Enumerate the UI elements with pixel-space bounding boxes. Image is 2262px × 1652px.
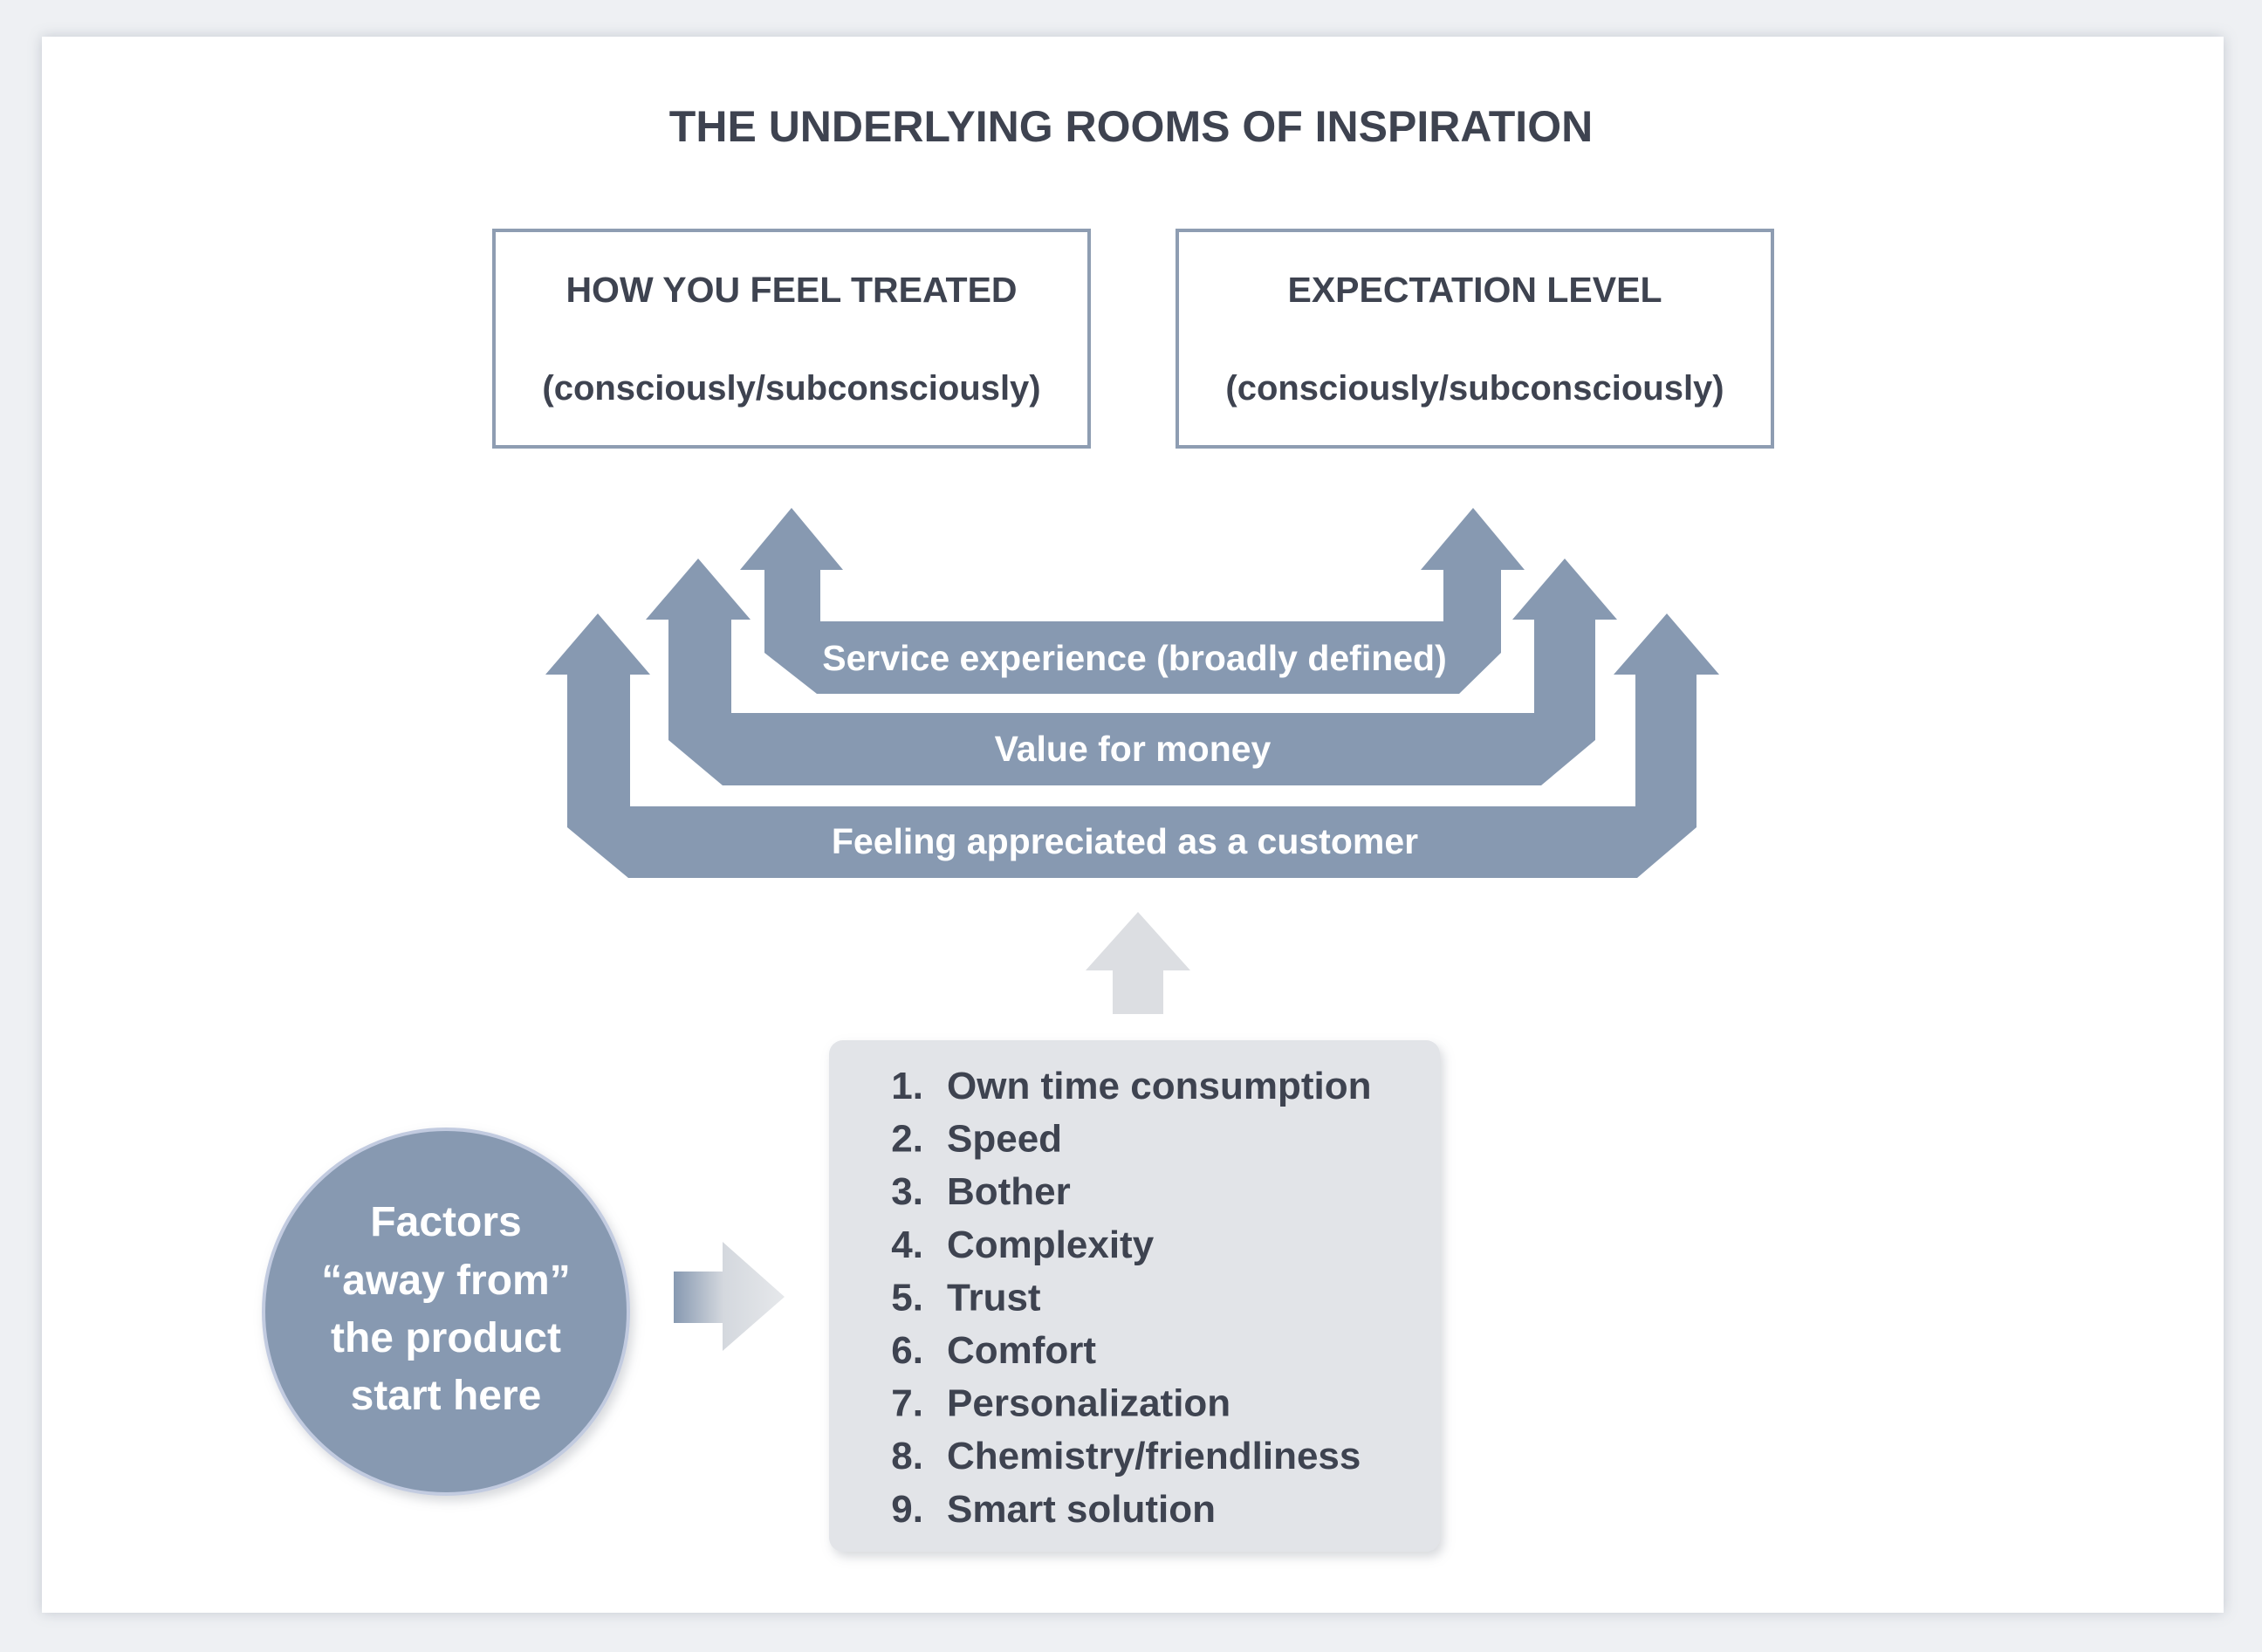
factor-label: Bother bbox=[947, 1170, 1071, 1213]
box-how-you-feel-treated: HOW YOU FEEL TREATED (consciously/subcon… bbox=[492, 229, 1091, 449]
factor-list-item: 2. Speed bbox=[891, 1118, 1062, 1161]
circle-line-3: the product bbox=[331, 1315, 561, 1361]
factor-list-box bbox=[829, 1040, 1440, 1552]
factor-list: 1. Own time consumption 2. Speed 3. Bother 4. C… bbox=[891, 1065, 1371, 1531]
box-heading: HOW YOU FEEL TREATED bbox=[566, 270, 1017, 310]
box-border bbox=[1176, 229, 1774, 449]
factor-label: Personalization bbox=[947, 1382, 1230, 1425]
factor-label: Comfort bbox=[947, 1329, 1096, 1372]
box-heading: EXPECTATION LEVEL bbox=[1287, 270, 1662, 310]
circle-line-1: Factors bbox=[370, 1199, 521, 1245]
factor-number: 2. bbox=[891, 1118, 923, 1161]
factor-label: Speed bbox=[947, 1118, 1062, 1161]
factor-number: 6. bbox=[891, 1329, 923, 1372]
factor-list-item: 5. Trust bbox=[891, 1276, 1041, 1319]
factor-label: Chemistry/friendliness bbox=[947, 1435, 1361, 1477]
factor-number: 8. bbox=[891, 1435, 923, 1477]
circle-line-4: start here bbox=[351, 1373, 542, 1419]
box-expectation-level: EXPECTATION LEVEL (consciously/subconsci… bbox=[1176, 229, 1774, 449]
band-service-experience bbox=[740, 508, 1525, 694]
band-label-service-experience: Service experience (broadly defined) bbox=[822, 638, 1447, 678]
diagram-title: THE UNDERLYING ROOMS OF INSPIRATION bbox=[669, 102, 1593, 151]
factor-number: 7. bbox=[891, 1382, 923, 1425]
factor-list-item: 3. Bother bbox=[891, 1170, 1070, 1213]
factor-number: 1. bbox=[891, 1065, 923, 1107]
factor-number: 5. bbox=[891, 1276, 923, 1319]
band-label-feeling-appreciated: Feeling appreciated as a customer bbox=[832, 821, 1418, 861]
band-value-for-money bbox=[646, 559, 1617, 785]
factor-number: 9. bbox=[891, 1488, 923, 1531]
circle-line-2: “away from” bbox=[321, 1258, 570, 1304]
factor-label: Trust bbox=[947, 1276, 1041, 1319]
factor-list-item: 4. Complexity bbox=[891, 1224, 1154, 1266]
right-arrow-icon bbox=[674, 1242, 785, 1351]
box-border bbox=[492, 229, 1091, 449]
circle-shape bbox=[262, 1128, 630, 1496]
factor-list-item: 9. Smart solution bbox=[891, 1488, 1216, 1531]
factor-label: Own time consumption bbox=[947, 1065, 1371, 1107]
box-subtext: (consciously/subconsciously) bbox=[542, 369, 1040, 408]
factor-list-item: 8. Chemistry/friendliness bbox=[891, 1435, 1361, 1477]
factors-start-circle: Factors “away from” the product start he… bbox=[262, 1128, 630, 1496]
box-subtext: (consciously/subconsciously) bbox=[1225, 369, 1724, 408]
factor-number: 4. bbox=[891, 1224, 923, 1266]
up-arrow-icon bbox=[1086, 912, 1190, 1014]
factor-list-item: 6. Comfort bbox=[891, 1329, 1096, 1372]
factor-list-item: 7. Personalization bbox=[891, 1382, 1230, 1425]
factor-number: 3. bbox=[891, 1170, 923, 1213]
factor-label: Complexity bbox=[947, 1224, 1155, 1266]
factor-label: Smart solution bbox=[947, 1488, 1216, 1531]
band-feeling-appreciated bbox=[545, 614, 1719, 878]
band-label-value-for-money: Value for money bbox=[995, 729, 1272, 769]
factor-list-item: 1. Own time consumption bbox=[891, 1065, 1371, 1107]
